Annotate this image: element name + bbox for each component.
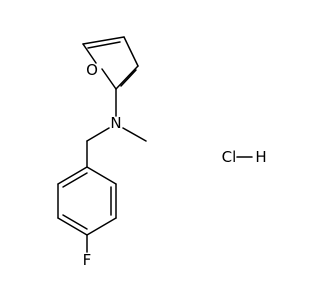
nitrogen-atom-label: N xyxy=(110,114,121,132)
bond-ring-6 xyxy=(57,166,88,185)
bond-ring-6-inner xyxy=(62,172,88,188)
bond-c5-o xyxy=(82,43,97,64)
bond-ring-1 xyxy=(86,166,117,185)
bond-layer xyxy=(57,36,253,253)
bond-n-ch2 xyxy=(86,127,110,142)
molecule-diagram: O N F Cl H xyxy=(57,36,267,269)
bond-c2-c3 xyxy=(115,65,139,90)
bond-c4-c5-inner xyxy=(87,41,121,49)
bond-c4-c5 xyxy=(82,36,125,45)
bond-c2-c3-inner xyxy=(120,69,137,87)
bond-ring-4-inner xyxy=(62,214,88,230)
fluorine-atom-label: F xyxy=(83,251,92,269)
bond-ring-4 xyxy=(57,217,88,236)
structure-canvas: O N F Cl H xyxy=(57,36,267,269)
bond-o-c2 xyxy=(101,68,117,90)
oxygen-atom-label: O xyxy=(86,61,98,79)
hydrogen-atom-label: H xyxy=(255,148,266,166)
bond-ring-3 xyxy=(86,217,117,236)
bond-n-methyl xyxy=(122,127,147,142)
chlorine-atom-label: Cl xyxy=(222,148,237,166)
bond-c3-c4 xyxy=(123,36,139,67)
